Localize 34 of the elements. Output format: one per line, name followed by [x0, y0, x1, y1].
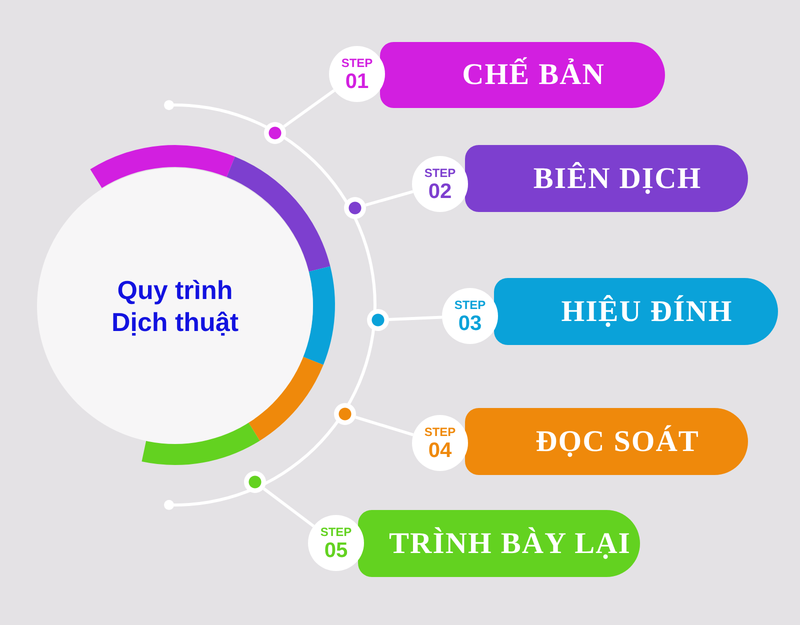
- step-pill: [465, 408, 748, 475]
- step-title: TRÌNH BÀY LẠI: [389, 526, 631, 560]
- step-badge: [329, 46, 385, 102]
- step-title: BIÊN DỊCH: [533, 162, 702, 196]
- step-label: STEP: [341, 56, 373, 68]
- timeline-dot: [344, 197, 366, 219]
- step-number: 03: [458, 312, 482, 334]
- timeline-dot: [367, 309, 389, 331]
- timeline-dot: [244, 471, 266, 493]
- connector-line: [262, 487, 315, 528]
- step-label: STEP: [424, 166, 456, 178]
- step-title: ĐỌC SOÁT: [536, 424, 700, 458]
- step-label: STEP: [454, 298, 486, 310]
- step-label: STEP: [424, 426, 456, 438]
- step-label: STEP: [320, 526, 352, 538]
- connector-line: [365, 190, 414, 206]
- step-number: 04: [428, 440, 452, 460]
- step-number: 01: [345, 70, 369, 92]
- step-badge: [308, 515, 364, 571]
- step-pill: [358, 510, 640, 577]
- step-pill: [380, 42, 665, 108]
- step-title: HIỆU ĐÍNH: [561, 294, 733, 328]
- step-title: CHẾ BẢN: [462, 58, 605, 92]
- center-title: Quy trình Dịch thuật: [110, 274, 240, 338]
- connector-line: [388, 316, 442, 322]
- timeline-dot: [264, 122, 286, 144]
- step-number: 05: [324, 540, 348, 560]
- step-badge: [412, 415, 468, 471]
- step-pill: [465, 145, 748, 212]
- step-pill: [494, 278, 778, 345]
- timeline-dot: [334, 403, 356, 425]
- step-number: 02: [428, 180, 452, 202]
- connector-line: [283, 89, 336, 128]
- connector-line: [355, 416, 414, 436]
